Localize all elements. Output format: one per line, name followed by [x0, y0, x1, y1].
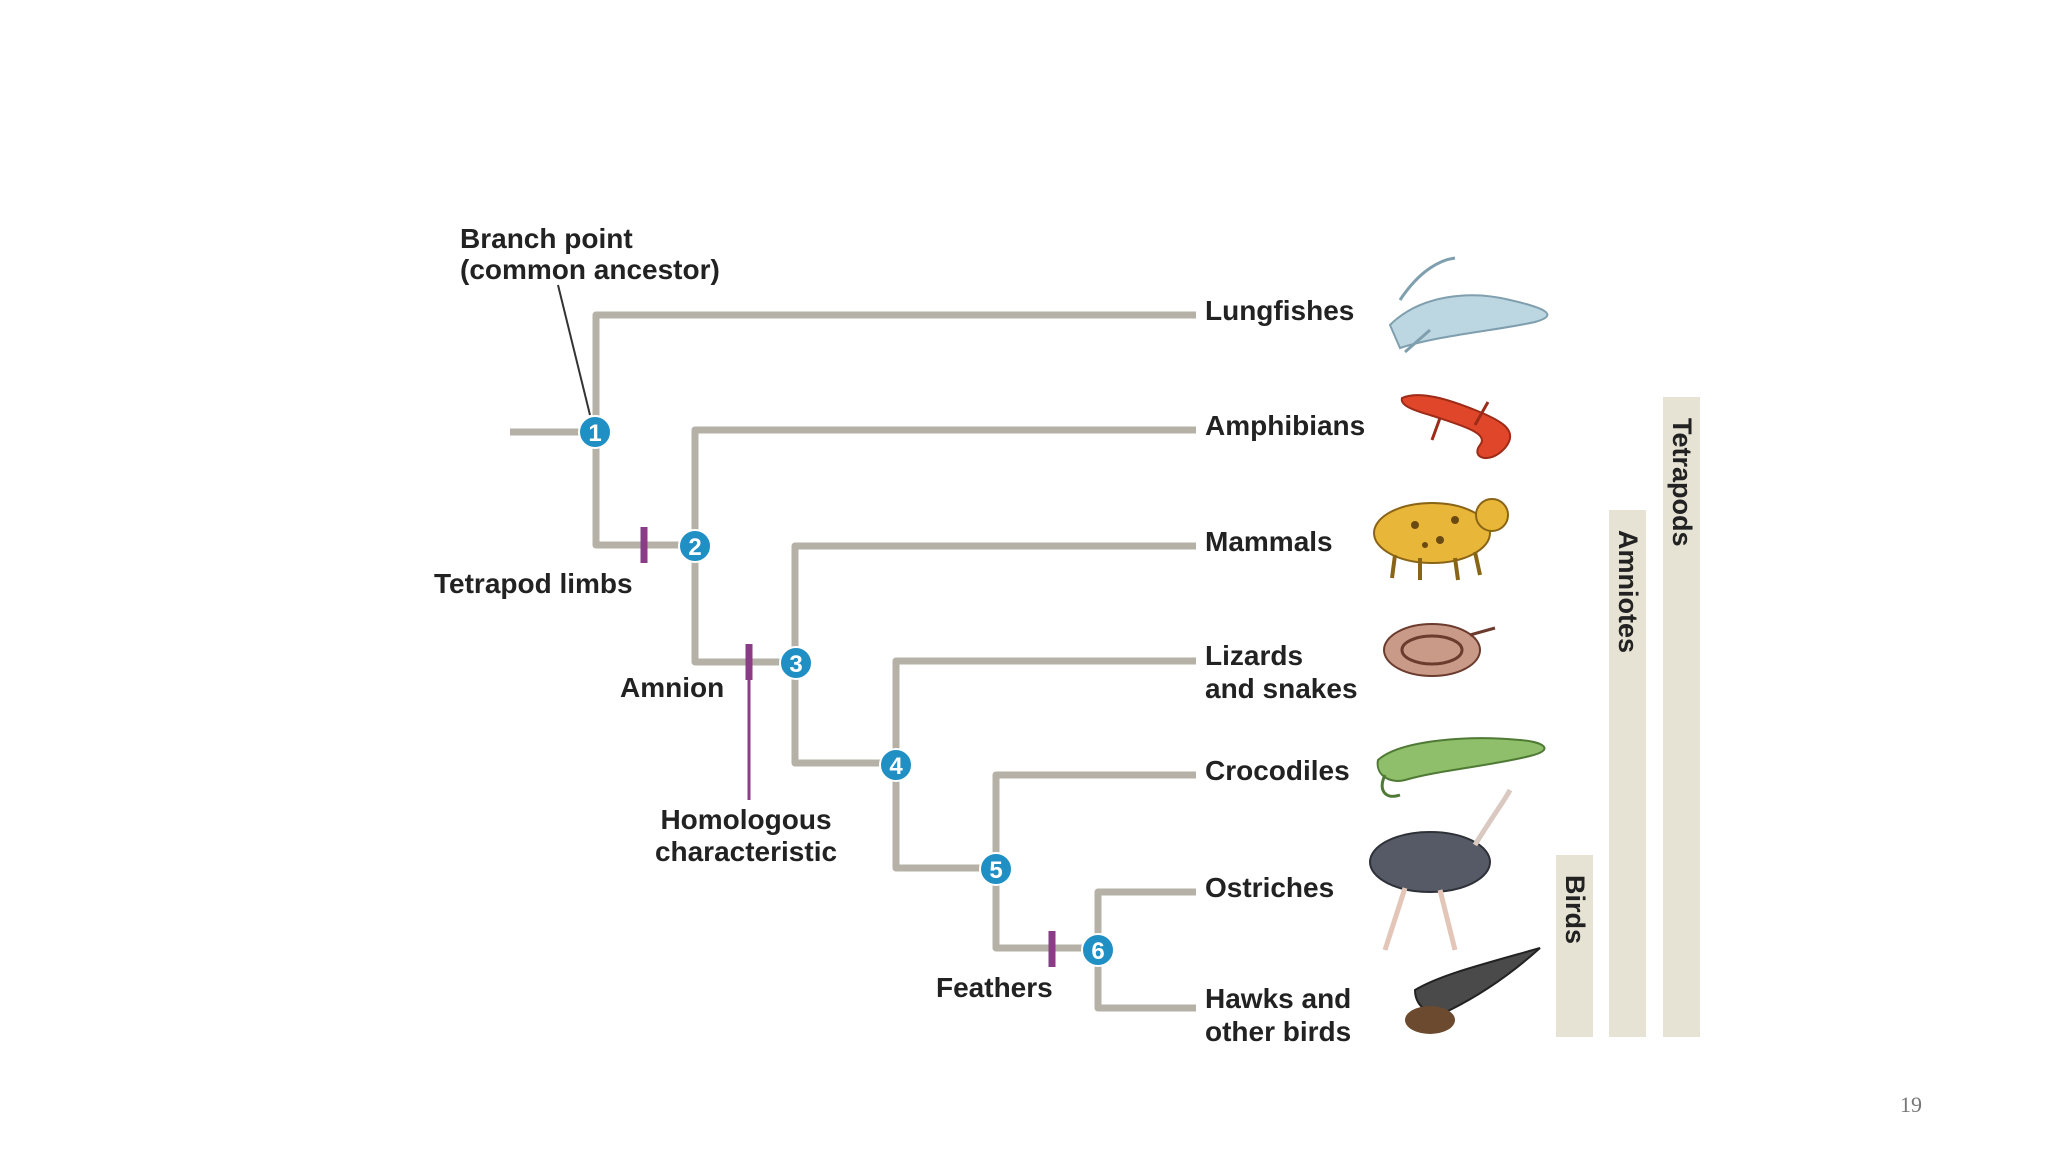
group-label-amniotes: Amniotes — [1613, 530, 1643, 653]
hawk-illustration — [1405, 947, 1541, 1034]
taxon-hawks-line2: other birds — [1205, 1016, 1351, 1047]
node-3-number: 3 — [789, 651, 802, 678]
node-4: 4 — [879, 748, 913, 782]
branch-point-label-line1: Branch point — [460, 223, 633, 254]
taxon-amphibians: Amphibians — [1205, 410, 1365, 441]
amphibian-illustration — [1400, 394, 1512, 459]
node-4-number: 4 — [889, 753, 903, 780]
character-feathers: Feathers — [936, 972, 1053, 1003]
node-1-number: 1 — [588, 420, 601, 447]
crocodile-illustration — [1376, 737, 1546, 798]
taxon-lizards-line1: Lizards — [1205, 640, 1303, 671]
branch-mammals — [791, 542, 1196, 767]
taxon-lungfishes: Lungfishes — [1205, 295, 1354, 326]
node-6: 6 — [1081, 933, 1115, 967]
group-label-tetrapods: Tetrapods — [1667, 418, 1697, 547]
snake-illustration — [1383, 623, 1496, 677]
taxon-lizards-line2: and snakes — [1205, 673, 1358, 704]
group-bar-tetrapods — [1663, 397, 1700, 1037]
branch-point-label-line2: (common ancestor) — [460, 254, 720, 285]
node-5: 5 — [979, 852, 1013, 886]
taxon-crocodiles: Crocodiles — [1205, 755, 1350, 786]
taxon-hawks: Hawks and other birds — [1205, 983, 1351, 1047]
taxon-lizards: Lizards and snakes — [1205, 640, 1358, 704]
character-tetrapod-limbs: Tetrapod limbs — [434, 568, 633, 599]
branch-point-pointer — [557, 284, 591, 416]
homologous-label-line1: Homologous — [660, 804, 831, 835]
node-6-number: 6 — [1091, 938, 1104, 965]
taxon-mammals: Mammals — [1205, 526, 1333, 557]
homologous-label-line2: characteristic — [655, 836, 837, 867]
tree-branches — [510, 311, 1196, 1012]
slide-number: 19 — [1900, 1092, 1922, 1117]
branch-point-label: Branch point (common ancestor) — [460, 223, 720, 285]
group-label-birds: Birds — [1560, 875, 1590, 944]
character-amnion: Amnion — [620, 672, 724, 703]
lungfish-illustration — [1388, 256, 1549, 354]
node-5-number: 5 — [989, 857, 1002, 884]
group-bar-amniotes — [1609, 510, 1646, 1037]
node-2-number: 2 — [688, 534, 701, 561]
mammal-illustration — [1373, 498, 1509, 581]
branch-lizards — [892, 657, 1196, 872]
node-3: 3 — [779, 646, 813, 680]
taxon-hawks-line1: Hawks and — [1205, 983, 1351, 1014]
homologous-label: Homologous characteristic — [655, 804, 837, 867]
node-2: 2 — [678, 529, 712, 563]
ostrich-illustration — [1369, 788, 1513, 951]
taxon-ostriches: Ostriches — [1205, 872, 1334, 903]
node-1: 1 — [578, 415, 612, 449]
group-bar-birds — [1556, 855, 1593, 1037]
